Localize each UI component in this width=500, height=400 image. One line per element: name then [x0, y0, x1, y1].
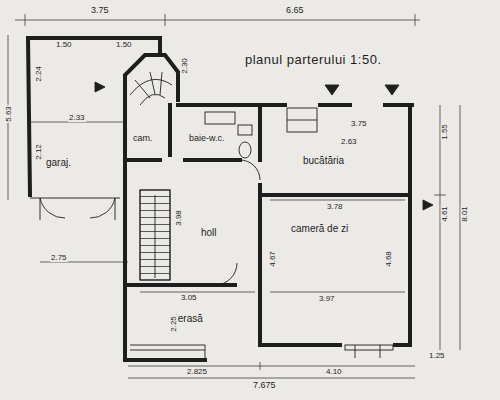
- dimension-label: 2.25: [170, 315, 178, 333]
- dimension-label: 3.97: [318, 295, 336, 303]
- dimension-label: 7.675: [252, 381, 277, 390]
- dimension-label: 4.10: [325, 368, 343, 376]
- plan-title: planul parterului 1:50.: [245, 52, 382, 67]
- room-name: baie-w.c.: [188, 134, 226, 143]
- dimension-label: 8.01: [461, 205, 469, 223]
- dimension-label: 3.78: [326, 203, 344, 211]
- dimension-label: 3.75: [90, 6, 110, 15]
- dimension-label: 3.05: [180, 294, 198, 302]
- room-name: holl: [200, 228, 218, 238]
- dimension-label: 2.24: [35, 65, 43, 83]
- dimension-label: 1.50: [115, 41, 133, 49]
- room-name: bucătăria: [302, 156, 345, 166]
- dimension-label: 2.75: [50, 254, 68, 262]
- dimension-label: 2.12: [35, 143, 43, 161]
- dimension-label: 2.825: [186, 368, 208, 376]
- room-name: garaj.: [45, 158, 72, 168]
- dimension-label: 1.55: [441, 123, 449, 141]
- dimension-label: 1.50: [55, 41, 73, 49]
- room-name: terasă: [174, 314, 204, 324]
- dimension-label: 2.33: [68, 114, 86, 122]
- dimension-label: 1.25: [428, 352, 446, 360]
- dimension-label: 3.98: [175, 209, 183, 227]
- dimension-label: 2.63: [340, 138, 358, 146]
- room-name: cam.: [132, 134, 154, 143]
- dimension-label: 4.61: [441, 205, 449, 223]
- dimension-label: 5.63: [5, 105, 13, 123]
- dimension-label: 4.67: [269, 250, 277, 268]
- dimension-label: 2.30: [181, 57, 189, 75]
- room-name: cameră de zi: [290, 224, 349, 234]
- dimension-label: 6.65: [285, 6, 305, 15]
- dimension-label: 4.68: [385, 250, 393, 268]
- dimension-label: 3.75: [350, 120, 368, 128]
